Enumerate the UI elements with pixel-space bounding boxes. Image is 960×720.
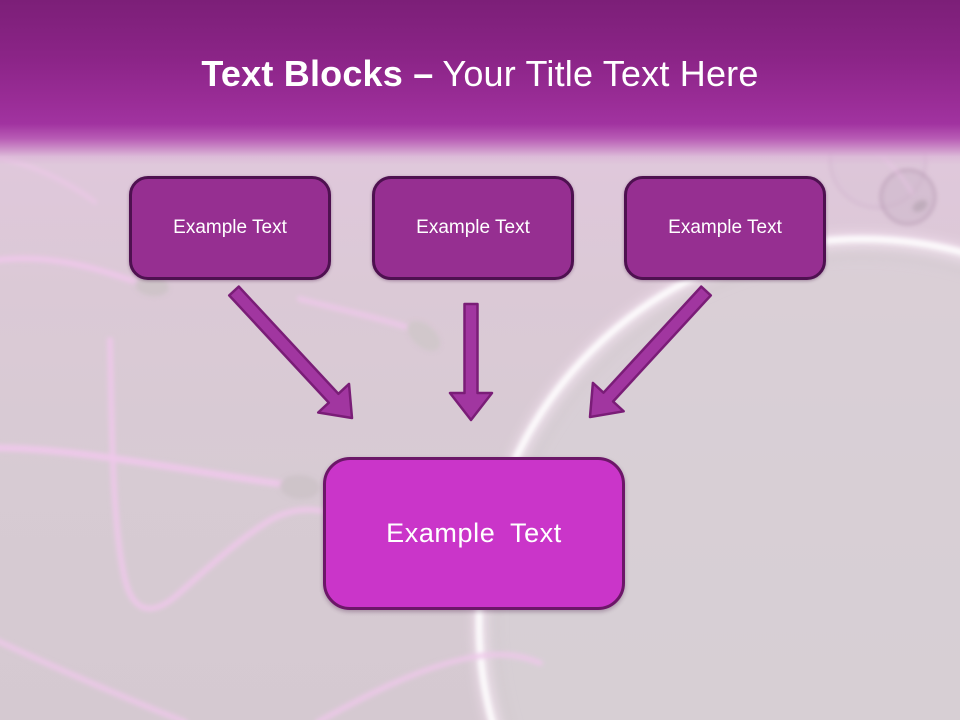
title-bar: Text Blocks –Your Title Text Here [0,0,960,165]
text-block-main-label: Example Text [386,518,562,548]
text-block-2-label: Example Text [416,217,530,238]
page-title-bold: Text Blocks – [201,53,434,94]
text-block-2[interactable]: Example Text [372,176,574,280]
text-block-3[interactable]: Example Text [624,176,826,280]
text-block-3-label: Example Text [668,217,782,238]
text-block-main[interactable]: Example Text [323,457,625,610]
page-title-regular: Your Title Text Here [442,53,759,94]
page-title: Text Blocks –Your Title Text Here [0,0,960,94]
text-block-1-label: Example Text [173,217,287,238]
text-block-1[interactable]: Example Text [129,176,331,280]
sperm-heads-icon [135,200,928,500]
